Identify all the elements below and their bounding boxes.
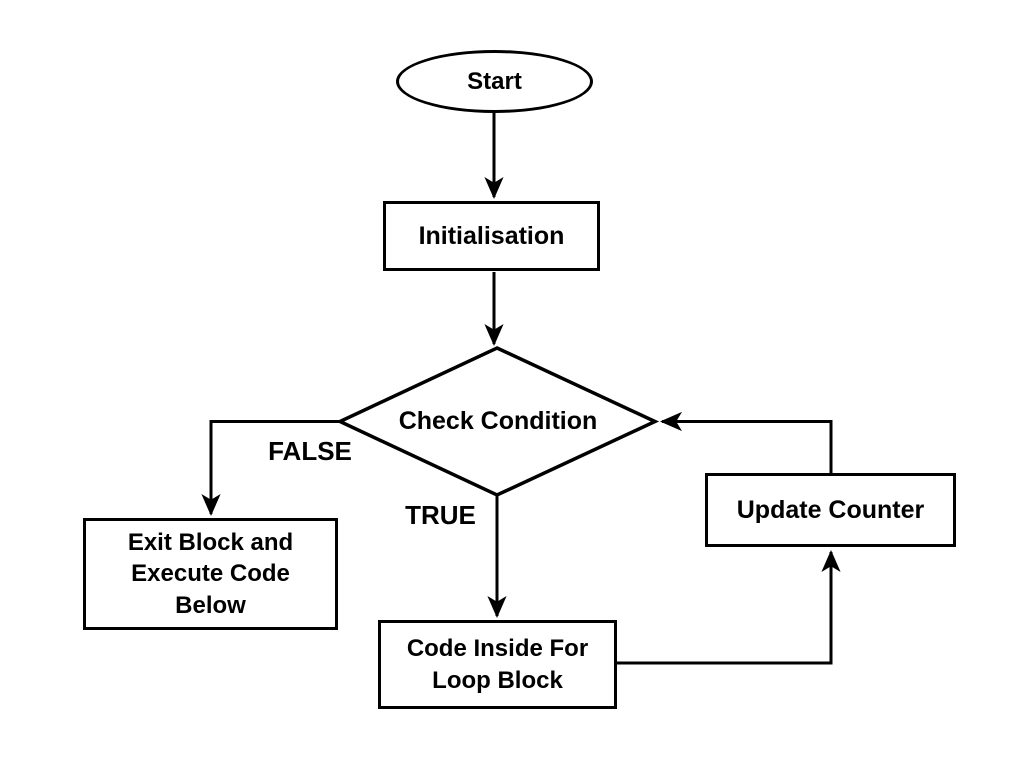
- true-branch-label: TRUE: [405, 499, 476, 530]
- exit-block-node-label-line2: Execute Code: [131, 560, 290, 588]
- edge-code-inside-loop-to-update-counter: [616, 550, 841, 665]
- initialisation-node-label: Initialisation: [418, 221, 565, 250]
- check-condition-node-label: Check Condition: [398, 407, 598, 435]
- edge-update-counter-to-check-condition: [660, 411, 833, 473]
- code-inside-loop-node-label-line2: Loop Block: [432, 666, 563, 694]
- update-counter-node: Update Counter: [705, 473, 956, 547]
- initialisation-node: Initialisation: [383, 201, 600, 271]
- code-inside-loop-node: Code Inside For Loop Block: [378, 620, 617, 709]
- start-node-label: Start: [467, 67, 522, 95]
- update-counter-node-label: Update Counter: [736, 495, 925, 524]
- check-condition-node: Check Condition: [340, 348, 656, 495]
- exit-block-node-label-line1: Exit Block and: [127, 529, 294, 557]
- false-branch-label: FALSE: [268, 435, 352, 466]
- edge-check-condition-to-exit-block: [201, 420, 340, 516]
- exit-block-node-label-line3: Below: [175, 591, 246, 619]
- start-node: Start: [396, 50, 593, 113]
- exit-block-node: Exit Block and Execute Code Below: [83, 518, 338, 630]
- code-inside-loop-node-label-line1: Code Inside For: [406, 635, 589, 663]
